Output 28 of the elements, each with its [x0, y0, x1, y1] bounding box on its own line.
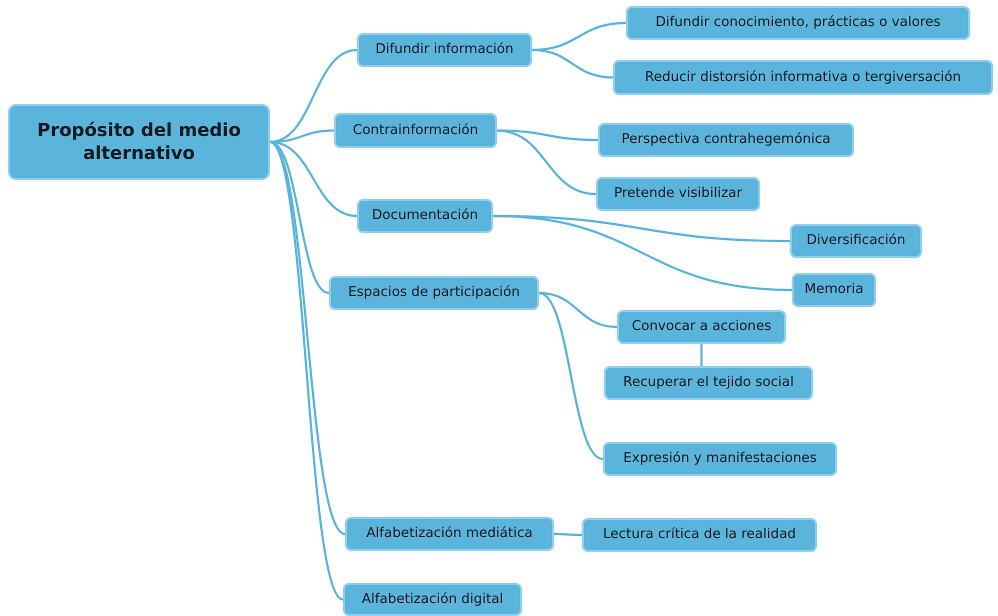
connector-line: [532, 48, 614, 79]
topic-box: Contrainformación: [334, 113, 497, 148]
topic-box: Difundir información: [357, 33, 532, 67]
topic-box: Recuperar el tejido social: [604, 366, 813, 400]
connector-line: [270, 48, 358, 144]
connector-line: [270, 141, 330, 294]
connector-line: [538, 292, 618, 328]
connector-line: [496, 129, 596, 196]
connector-line: [538, 292, 604, 460]
topic-box: Alfabetización mediática: [345, 517, 554, 551]
topic-box: Diversificación: [790, 224, 922, 258]
topic-box: Espacios de participación: [329, 276, 539, 310]
topic-box: Alfabetización digital: [343, 583, 522, 616]
topic-box: Memoria: [792, 273, 876, 307]
topic-box: Difundir conocimiento, prácticas o valores: [626, 6, 970, 40]
topic-box: Lectura crítica de la realidad: [582, 518, 817, 552]
topic-box: Documentación: [357, 199, 493, 233]
topic-box: Perspectiva contrahegemónica: [598, 123, 854, 157]
connector-line: [269, 141, 344, 600]
connector-line: [700, 344, 703, 366]
topic-box: Reducir distorsión informativa o tergiversación: [613, 60, 993, 95]
topic-box: Pretende visibilizar: [596, 177, 760, 211]
topic-box: Expresión y manifestaciones: [603, 442, 837, 476]
connector-line: [270, 140, 358, 218]
topic-box: Convocar a acciones: [617, 310, 786, 344]
connector-line: [554, 532, 582, 536]
central-topic: Propósito del medio alternativo: [8, 104, 270, 180]
connector-line: [492, 214, 792, 292]
